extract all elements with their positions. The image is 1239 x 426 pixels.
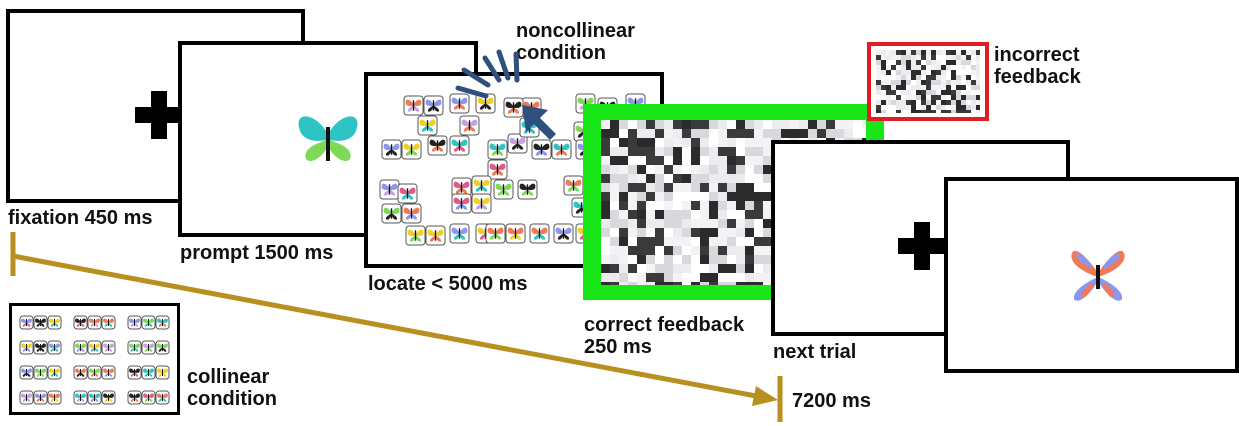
butterfly-tile-icon	[19, 340, 34, 355]
butterfly-tile-icon	[141, 315, 156, 330]
butterfly-tile-icon	[417, 115, 438, 136]
butterfly-tile-icon	[505, 223, 526, 244]
butterfly-tile-icon	[451, 193, 472, 214]
butterfly-tile-icon	[87, 390, 102, 405]
butterfly-tile-icon	[551, 139, 572, 160]
butterfly-tile-icon	[449, 93, 470, 114]
noise-mask	[876, 50, 980, 113]
butterfly-tile-icon	[141, 390, 156, 405]
butterfly-tile-icon	[47, 340, 62, 355]
incorrect-feedback-screen	[867, 42, 989, 121]
butterfly-tile-icon	[73, 365, 88, 380]
collinear-array	[19, 315, 170, 405]
butterfly-tile-icon	[401, 203, 422, 224]
butterfly-tile-icon	[427, 135, 448, 156]
butterfly-tile-icon	[379, 179, 400, 200]
butterfly-tile-icon	[73, 340, 88, 355]
butterfly-tile-icon	[19, 365, 34, 380]
butterfly-tile-icon	[33, 315, 48, 330]
collinear-condition-screen	[9, 303, 180, 415]
butterfly-tile-icon	[127, 365, 142, 380]
prompt-label: prompt 1500 ms	[180, 242, 334, 264]
butterfly-tile-icon	[33, 365, 48, 380]
butterfly-tile-icon	[519, 117, 540, 138]
butterfly-tile-icon	[101, 365, 116, 380]
total-time-label: 7200 ms	[792, 390, 871, 412]
butterfly-next-icon	[1071, 250, 1125, 301]
butterfly-tile-icon	[127, 390, 142, 405]
fixation-label: fixation 450 ms	[8, 207, 153, 229]
butterfly-tile-icon	[19, 390, 34, 405]
butterfly-tile-icon	[397, 183, 418, 204]
butterfly-tile-icon	[487, 159, 508, 180]
butterfly-tile-icon	[155, 315, 170, 330]
butterfly-tile-icon	[47, 390, 62, 405]
butterfly-tile-icon	[155, 365, 170, 380]
butterfly-tile-icon	[127, 315, 142, 330]
butterfly-tile-icon	[449, 223, 470, 244]
butterfly-tile-icon	[553, 223, 574, 244]
butterfly-tile-icon	[529, 223, 550, 244]
butterfly-tile-icon	[73, 315, 88, 330]
butterfly-tile-icon	[449, 135, 470, 156]
butterfly-tile-icon	[101, 390, 116, 405]
correct-feedback-label: correct feedback 250 ms	[584, 314, 745, 358]
locate-label: locate < 5000 ms	[368, 273, 528, 295]
collinear-label: collinear condition	[187, 366, 277, 410]
butterfly-tile-icon	[517, 179, 538, 200]
butterfly-tile-icon	[19, 315, 34, 330]
butterfly-tile-icon	[485, 223, 506, 244]
butterfly-tile-icon	[87, 315, 102, 330]
butterfly-tile-icon	[503, 97, 524, 118]
butterfly-tile-icon	[401, 139, 422, 160]
butterfly-tile-icon	[487, 139, 508, 160]
noncollinear-label: noncollinear condition	[516, 20, 635, 64]
butterfly-tile-icon	[47, 315, 62, 330]
butterfly-tile-icon	[381, 203, 402, 224]
butterfly-tile-icon	[127, 340, 142, 355]
butterfly-tile-icon	[425, 225, 446, 246]
incorrect-feedback-label: incorrect feedback	[994, 44, 1081, 88]
butterfly-tile-icon	[381, 139, 402, 160]
butterfly-tile-icon	[101, 340, 116, 355]
fixation-cross-icon	[135, 91, 183, 139]
fixation-cross-icon	[898, 222, 946, 270]
prompt-screen	[178, 41, 478, 237]
butterfly-tile-icon	[47, 365, 62, 380]
butterfly-tile-icon	[531, 139, 552, 160]
butterfly-tile-icon	[101, 315, 116, 330]
butterfly-tile-icon	[423, 95, 444, 116]
butterfly-tile-icon	[87, 365, 102, 380]
butterfly-tile-icon	[141, 365, 156, 380]
butterfly-tile-icon	[625, 93, 646, 114]
butterfly-tile-icon	[155, 340, 170, 355]
butterfly-tile-icon	[563, 175, 584, 196]
butterfly-tile-icon	[73, 390, 88, 405]
butterfly-tile-icon	[141, 340, 156, 355]
butterfly-tile-icon	[155, 390, 170, 405]
timeline-arrowhead	[752, 386, 778, 406]
butterfly-tile-icon	[33, 390, 48, 405]
butterfly-prompt-icon	[298, 116, 358, 162]
butterfly-tile-icon	[459, 115, 480, 136]
butterfly-tile-icon	[33, 340, 48, 355]
butterfly-tile-icon	[471, 193, 492, 214]
butterfly-tile-icon	[493, 179, 514, 200]
next-trial-label: next trial	[773, 341, 857, 363]
butterfly-tile-icon	[87, 340, 102, 355]
next-prompt-screen	[944, 177, 1239, 373]
butterfly-tile-icon	[521, 97, 542, 118]
butterfly-tile-icon	[403, 95, 424, 116]
butterfly-tile-icon	[405, 225, 426, 246]
butterfly-tile-icon	[471, 175, 492, 196]
butterfly-tile-icon	[475, 93, 496, 114]
